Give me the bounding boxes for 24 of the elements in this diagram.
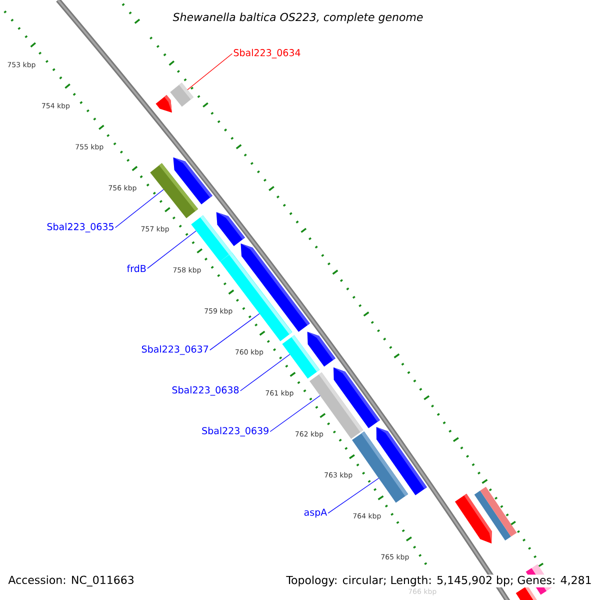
leader-line	[114, 189, 164, 228]
gene-bar	[220, 252, 292, 342]
leader-line	[328, 478, 380, 514]
leader-line	[187, 53, 233, 90]
gene-bar	[310, 372, 364, 439]
gene-label: Sbal223_0637	[142, 345, 208, 355]
leader-line	[240, 354, 290, 392]
gene-label: frdB	[127, 264, 146, 272]
gene-bar	[352, 431, 408, 503]
leader-line	[270, 395, 320, 432]
gene-bar	[170, 82, 194, 107]
accession-text: Accession: NC_011663	[7, 574, 136, 588]
gene-bar	[282, 335, 320, 379]
gene-bar	[150, 163, 198, 218]
gene-label: Sbal223_0634	[234, 48, 300, 58]
leader-line	[210, 313, 260, 350]
gene-bar	[191, 215, 232, 262]
gene-label: Sbal223_0639	[202, 426, 268, 436]
topology-text: Topology: circular; Length: 5,145,902 bp; Genes: 4,281	[285, 574, 593, 588]
gene-label: Sbal223_0635	[47, 222, 114, 232]
leader-line	[147, 230, 196, 269]
gene-label: Sbal223_0638	[172, 386, 239, 396]
title: Shewanella baltica OS223, complete genome	[172, 12, 423, 24]
gene-label: aspA	[304, 508, 328, 518]
